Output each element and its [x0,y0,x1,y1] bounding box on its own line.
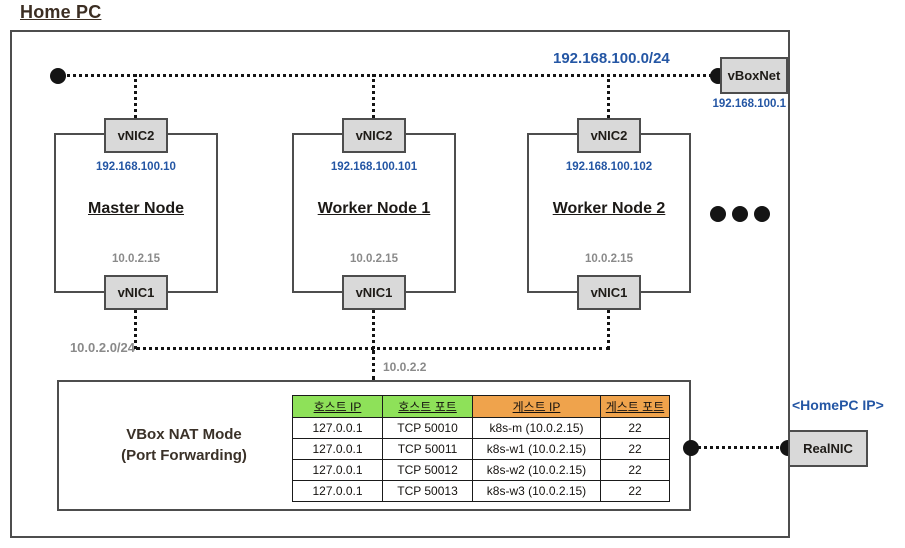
guest-ip-cell: k8s-w2 (10.0.2.15) [472,459,601,481]
more-nodes-ellipsis-dot [732,206,748,222]
port-forwarding-row: 127.0.0.1 TCP 50012 k8s-w2 (10.0.2.15) 2… [292,459,670,481]
col-header-guest-port: 게스트 포트 [600,395,670,418]
nat-gateway-ip: 10.0.2.2 [383,360,427,374]
vnic1-connector-line [372,310,375,349]
nat-box-title-line1: VBox NAT Mode [126,426,242,444]
vm-node-title: Worker Node 1 [317,200,431,217]
port-forwarding-row: 127.0.0.1 TCP 50010 k8s-m (10.0.2.15) 22 [292,417,670,439]
nat-box-title: VBox NAT Mode (Port Forwarding) [59,382,309,509]
vnic2-connector-line [607,74,610,118]
vnic2-label: vNIC2 [117,128,155,143]
guest-port-cell: 22 [600,417,670,439]
host-port-cell: TCP 50013 [382,480,473,502]
host-only-subnet-label: 192.168.100.0/24 [553,50,670,67]
vm-node: vNIC2 192.168.100.10 Master Node 10.0.2.… [54,74,218,349]
nat-network-line [136,347,610,350]
guest-port-cell: 22 [600,438,670,460]
host-ip-cell: 127.0.0.1 [292,438,383,460]
table-header-row: 호스트 IP 호스트 포트 게스트 IP 게스트 포트 [292,395,670,418]
vnic1-connector-line [134,310,137,349]
port-forwarding-row: 127.0.0.1 TCP 50011 k8s-w1 (10.0.2.15) 2… [292,438,670,460]
host-ip-cell: 127.0.0.1 [292,417,383,439]
vm-node-box [54,133,218,293]
vnic2-label: vNIC2 [590,128,628,143]
vbox-nat-box: VBox NAT Mode (Port Forwarding) 호스트 IP 호… [57,380,691,511]
network-endpoint-dot [50,68,66,84]
more-nodes-ellipsis-dot [710,206,726,222]
guest-port-cell: 22 [600,480,670,502]
vnic1-ip-label: 10.0.2.15 [112,253,160,265]
host-only-network-line [60,74,720,77]
realnic-adapter-box: RealNIC [788,430,868,467]
host-ip-cell: 127.0.0.1 [292,480,383,502]
vnic1-box: vNIC1 [577,275,641,310]
col-header-host-port: 호스트 포트 [382,395,473,418]
vboxnet-label: vBoxNet [727,68,781,83]
more-nodes-ellipsis-dot [754,206,770,222]
vm-node-title: Worker Node 2 [552,200,666,217]
port-forwarding-table: 호스트 IP 호스트 포트 게스트 IP 게스트 포트 127.0.0.1 TC… [292,395,670,502]
home-pc-boundary-box [10,30,790,538]
vnic1-label: vNIC1 [590,285,628,300]
vm-node: vNIC2 192.168.100.101 Worker Node 1 10.0… [292,74,456,349]
host-port-cell: TCP 50012 [382,459,473,481]
homepc-ip-label: <HomePC IP> [792,397,884,413]
col-header-host-ip: 호스트 IP [292,395,383,418]
guest-ip-cell: k8s-m (10.0.2.15) [472,417,601,439]
vnic2-ip-label: 192.168.100.102 [565,161,653,173]
vm-node-title: Master Node [87,200,185,217]
vnic2-box: vNIC2 [104,118,168,153]
guest-port-cell: 22 [600,459,670,481]
vnic1-box: vNIC1 [342,275,406,310]
vm-node-box [527,133,691,293]
vnic1-box: vNIC1 [104,275,168,310]
guest-ip-cell: k8s-w3 (10.0.2.15) [472,480,601,502]
vnic1-label: vNIC1 [355,285,393,300]
col-header-guest-ip: 게스트 IP [472,395,601,418]
nat-box-title-line2: (Port Forwarding) [121,446,247,464]
vboxnet-adapter-box: vBoxNet [720,57,788,94]
vm-node: vNIC2 192.168.100.102 Worker Node 2 10.0… [527,74,691,349]
nat-gateway-connector-line [372,350,375,380]
nat-to-realnic-line [691,446,787,449]
vm-node-box [292,133,456,293]
vnic1-ip-label: 10.0.2.15 [585,253,633,265]
vnic2-box: vNIC2 [342,118,406,153]
nat-subnet-label: 10.0.2.0/24 [69,340,135,355]
vnic2-connector-line [372,74,375,118]
vnic2-ip-label: 192.168.100.10 [96,161,176,173]
page-title: Home PC [20,2,102,22]
vnic1-label: vNIC1 [117,285,155,300]
vnic2-label: vNIC2 [355,128,393,143]
realnic-label: RealNIC [803,441,853,456]
host-ip-cell: 127.0.0.1 [292,459,383,481]
port-forwarding-row: 127.0.0.1 TCP 50013 k8s-w3 (10.0.2.15) 2… [292,480,670,502]
host-port-cell: TCP 50011 [382,438,473,460]
vnic1-connector-line [607,310,610,349]
guest-ip-cell: k8s-w1 (10.0.2.15) [472,438,601,460]
vnic1-ip-label: 10.0.2.15 [350,253,398,265]
vboxnet-gateway-ip: 192.168.100.1 [712,98,786,110]
vnic2-box: vNIC2 [577,118,641,153]
vnic2-connector-line [134,74,137,118]
vnic2-ip-label: 192.168.100.101 [330,161,418,173]
host-port-cell: TCP 50010 [382,417,473,439]
